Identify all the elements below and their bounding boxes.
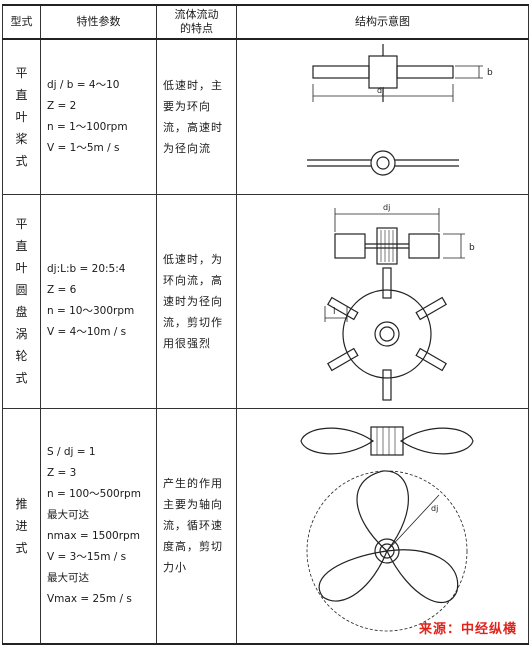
agitator-spec-table: 型式 特性参数 流体流动 的特点 结构示意图 平直叶桨式 dj / b = 4～… — [2, 4, 529, 645]
header-flow-line1: 流体流动 — [174, 8, 219, 22]
header-flow-line2: 的特点 — [180, 22, 213, 35]
type-cell: 推进式 — [2, 407, 41, 645]
dim-label-d: dj — [383, 203, 390, 212]
diagram-cell: b dj — [236, 38, 529, 195]
table-row: 平直叶圆盘涡轮式 dj:L:b = 20:5:4 Z = 6 n = 10～30… — [2, 193, 529, 409]
type-cell: 平直叶圆盘涡轮式 — [2, 193, 41, 409]
params-cell: dj:L:b = 20:5:4 Z = 6 n = 10～300rpm V = … — [40, 193, 157, 409]
params-cell: S / dj = 1 Z = 3 n = 100～500rpm 最大可达 nma… — [40, 407, 157, 645]
diagram-cell: dj — [236, 407, 529, 645]
flow-cell: 低速时，为 环向流，高 速时为径向 流，剪切作 用很强烈 — [156, 193, 237, 409]
flow-cell: 产生的作用 主要为轴向 流，循环速 度高，剪切 力小 — [156, 407, 237, 645]
table-header-row: 型式 特性参数 流体流动 的特点 结构示意图 — [2, 4, 529, 40]
param-line: V = 1～5m / s — [47, 141, 120, 154]
type-cell: 平直叶桨式 — [2, 38, 41, 195]
type-name-vertical: 平直叶圆盘涡轮式 — [15, 217, 28, 385]
flow-cell: 低速时，主 要为环向 流，高速时 为径向流 — [156, 38, 237, 195]
dim-label-b: b — [469, 243, 475, 253]
dim-label-l: l — [333, 307, 336, 317]
flat-paddle-diagram: b dj — [306, 43, 493, 176]
type-name-vertical: 推进式 — [15, 496, 28, 555]
header-params: 特性参数 — [40, 4, 157, 40]
table-row: 推进式 S / dj = 1 Z = 3 n = 100～500rpm 最大可达… — [2, 407, 529, 645]
diagram-cell: dj b l — [236, 193, 529, 409]
params-cell: dj / b = 4～10 Z = 2 n = 1～100rpm V = 1～5… — [40, 38, 157, 195]
source-caption: 来源：中经纵横 — [418, 621, 517, 636]
type-name-vertical: 平直叶桨式 — [15, 65, 28, 168]
propeller-diagram: dj — [299, 426, 474, 632]
header-diagram: 结构示意图 — [236, 4, 529, 40]
header-flow: 流体流动 的特点 — [156, 4, 237, 40]
disc-turbine-diagram: dj b l — [324, 203, 475, 401]
param-line: dj / b = 4～10 — [47, 78, 120, 91]
param-line: n = 1～100rpm — [47, 120, 128, 133]
table-row: 平直叶桨式 dj / b = 4～10 Z = 2 n = 1～100rpm V… — [2, 38, 529, 195]
header-type: 型式 — [2, 4, 41, 40]
dim-label-d: dj — [431, 504, 438, 513]
param-line: Z = 2 — [47, 99, 77, 112]
dim-label-b: b — [487, 68, 493, 78]
dim-label-d: dj — [377, 86, 384, 95]
